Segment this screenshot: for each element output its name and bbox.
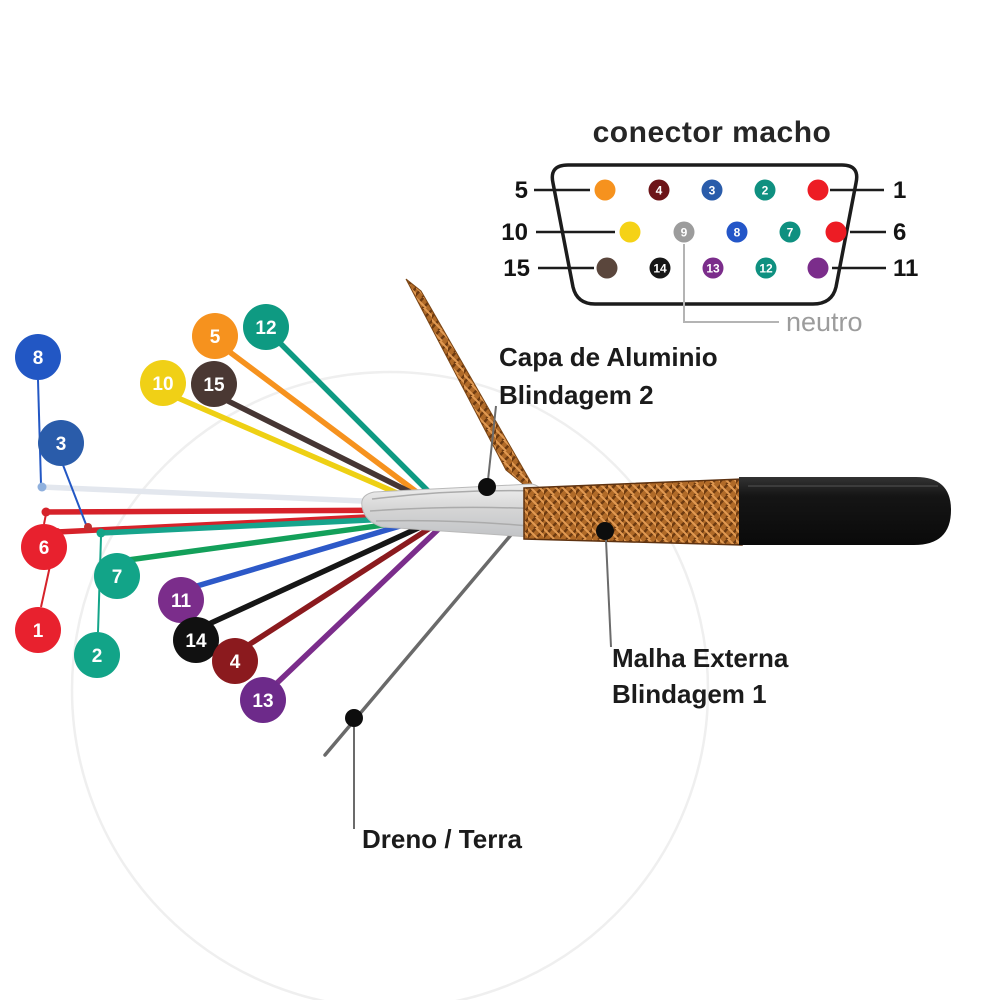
cable-jacket — [739, 477, 951, 545]
wire-circle-number: 7 — [112, 567, 123, 588]
pin-12: 12 — [755, 257, 777, 279]
wire-circle-number: 4 — [230, 652, 241, 673]
wire-circle-number: 5 — [210, 327, 221, 348]
pin-number: 3 — [709, 184, 716, 198]
pin-8: 8 — [726, 221, 748, 243]
pin-9: 9 — [673, 221, 695, 243]
wire-circle-6: 6 — [21, 524, 67, 570]
watermark-circle — [70, 370, 710, 1000]
wire-leader-3 — [62, 464, 88, 528]
pin-label-6: 6 — [893, 219, 906, 246]
wire-14 — [208, 515, 443, 626]
pin-1 — [807, 179, 829, 201]
pin-number: 9 — [681, 226, 688, 240]
wire-circle-4: 4 — [212, 638, 258, 684]
pin-number: 7 — [787, 226, 794, 240]
wire-circle-15: 15 — [191, 361, 237, 407]
wire-circle-10: 10 — [140, 360, 186, 406]
pin-number: 13 — [706, 262, 720, 276]
wire-end-dot — [41, 507, 51, 517]
drain-callout-dot — [345, 709, 363, 727]
wire-circle-11: 11 — [158, 577, 204, 623]
braid-callout-dot — [596, 522, 614, 540]
connector-outline — [550, 163, 859, 306]
wire-15 — [225, 398, 433, 505]
braid-shield — [523, 478, 743, 546]
pins-layer: 4 3 2 9 8 7 14 13 12 — [594, 179, 847, 279]
pin-label-1: 1 — [893, 177, 906, 204]
pin-number: 4 — [656, 184, 663, 198]
foil-texture — [369, 489, 544, 528]
wires-layer — [37, 341, 534, 757]
wire-circle-number: 10 — [152, 374, 173, 395]
wire-circle-12: 12 — [243, 304, 289, 350]
pin-5 — [594, 179, 616, 201]
wire-circle-number: 6 — [39, 538, 50, 559]
wire-circle-number: 15 — [203, 375, 225, 396]
neutro-line — [683, 244, 779, 323]
wire-end-dot — [84, 523, 92, 531]
foil-callout-line — [487, 405, 497, 481]
wire-circle-number: 11 — [171, 591, 192, 612]
wire-circle-number: 2 — [92, 646, 103, 667]
pin-7: 7 — [779, 221, 801, 243]
wire-circle-3: 3 — [38, 420, 84, 466]
wire-circle-7: 7 — [94, 553, 140, 599]
pin-4: 4 — [648, 179, 670, 201]
drain-label: Dreno / Terra — [362, 824, 522, 854]
pin-label-5: 5 — [515, 177, 528, 204]
braid-callout-line — [605, 539, 612, 648]
pin-label-15: 15 — [503, 255, 530, 282]
foil-label-line2: Blindagem 2 — [499, 380, 654, 410]
pin-label-11: 11 — [893, 255, 918, 282]
wire-circle-number: 1 — [33, 621, 44, 642]
wire-circle-number: 8 — [33, 348, 44, 369]
pin-2: 2 — [754, 179, 776, 201]
foil-label-line1: Capa de Aluminio — [499, 342, 718, 372]
pin-3: 3 — [701, 179, 723, 201]
pin-number: 8 — [734, 226, 741, 240]
wire-circle-14: 14 — [173, 617, 219, 663]
wire-circle-number: 3 — [56, 434, 67, 455]
wire-12 — [278, 341, 437, 500]
wire-circle-13: 13 — [240, 677, 286, 723]
wire-4 — [247, 516, 447, 647]
wire-circle-number: 13 — [252, 691, 273, 712]
pin-6 — [825, 221, 847, 243]
wire-leader-8 — [37, 379, 42, 485]
wire-circle-2: 2 — [74, 632, 120, 678]
pin-number: 12 — [759, 262, 773, 276]
connector-title: conector macho — [593, 116, 832, 149]
braid-label-line2: Blindagem 1 — [612, 679, 767, 709]
wire-10 — [175, 395, 423, 506]
pin-10 — [619, 221, 641, 243]
pin-13: 13 — [702, 257, 724, 279]
wire-circle-1: 1 — [15, 607, 61, 653]
pin-label-10: 10 — [501, 219, 528, 246]
wire-end-dot — [96, 528, 106, 538]
wire-circle-number: 14 — [185, 631, 207, 652]
wire-circle-8: 8 — [15, 334, 61, 380]
wire-circle-number: 12 — [255, 318, 276, 339]
wire-end-dot — [37, 482, 47, 492]
pin-15 — [596, 257, 618, 279]
braid-label-line1: Malha Externa — [612, 643, 789, 673]
pin-number: 14 — [653, 262, 667, 276]
wire-circle-5: 5 — [192, 313, 238, 359]
foil-callout-dot — [478, 478, 496, 496]
vga-connector: 4 3 2 9 8 7 14 13 12 — [534, 163, 886, 323]
pin-11 — [807, 257, 829, 279]
neutro-label: neutro — [786, 307, 863, 337]
wire-13 — [274, 517, 451, 686]
wire-5 — [228, 350, 429, 502]
pin-number: 2 — [762, 184, 769, 198]
pin-14: 14 — [649, 257, 671, 279]
